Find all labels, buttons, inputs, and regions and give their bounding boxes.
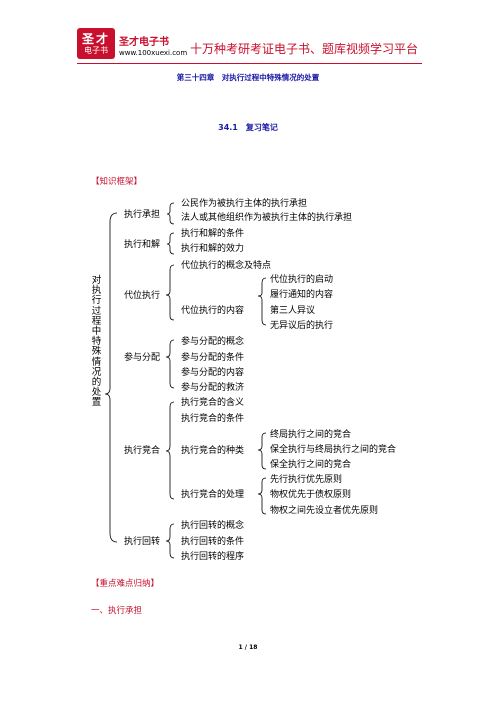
branch-item: 公民作为被执行主体的执行承担: [181, 199, 308, 209]
branch-label: 执行承担: [124, 210, 161, 220]
brace-jinghe-chuli: [257, 477, 267, 515]
framework-label: 【知识框架】: [91, 177, 143, 187]
brand-url[interactable]: www.100xuexi.com: [119, 49, 188, 57]
brace-jinghe-zhonglei: [257, 432, 267, 470]
branch-item: 执行回转的概念: [181, 521, 245, 531]
branch-label: 执行回转: [124, 537, 161, 547]
branch-item: 执行和解的效力: [181, 244, 245, 254]
branch-item: 参与分配的概念: [181, 337, 245, 347]
chapter-title: 第三十四章 对执行过程中特殊情况的处置: [176, 73, 320, 82]
sub-item: 履行通知的内容: [270, 290, 334, 300]
brace-canyu: [165, 339, 175, 389]
branch-item: 执行竞合的处理: [181, 490, 245, 500]
mindmap-root: 对执行过程中特殊情况的处置: [91, 275, 102, 409]
section-heading: 一、执行承担: [91, 606, 143, 616]
brace-zhixing-hejie: [166, 232, 175, 255]
sub-item: 无异议后的执行: [270, 321, 334, 331]
branch-item: 参与分配的条件: [181, 353, 245, 363]
sub-item: 代位执行的启动: [270, 275, 334, 285]
brace-daiwei-neirong: [257, 277, 267, 326]
sub-item: 物权优先于债权原则: [270, 490, 352, 500]
brand-name: 圣才电子书: [119, 37, 169, 48]
page-number: 1 / 18: [238, 644, 258, 651]
header-divider: [77, 63, 422, 64]
branch-label: 执行和解: [124, 240, 161, 250]
branch-label: 执行竞合: [124, 446, 161, 456]
branch-label: 代位执行: [124, 291, 161, 301]
sub-item: 先行执行优先原则: [270, 475, 343, 485]
section-title: 34.1 复习笔记: [218, 123, 278, 132]
sub-item: 保全执行与终局执行之间的竞合: [270, 445, 397, 455]
branch-label: 参与分配: [124, 353, 161, 363]
sub-item: 终局执行之间的竞合: [270, 430, 352, 440]
brand-logo: 圣才 电子书: [77, 28, 115, 59]
header-slogan: 十万种考研考证电子书、题库视频学习平台: [190, 42, 419, 56]
brace-jinghe: [165, 401, 175, 500]
brace-zhixing-chengdan: [166, 202, 175, 225]
branch-item: 代位执行的内容: [181, 306, 245, 316]
brace-huizhuan: [165, 523, 175, 559]
branch-item: 执行和解的条件: [181, 229, 245, 239]
branch-item: 执行竞合的含义: [181, 398, 245, 408]
sub-item: 保全执行之间的竞合: [270, 460, 352, 470]
sub-item: 第三人异议: [270, 306, 316, 316]
branch-item: 参与分配的救济: [181, 383, 245, 393]
branch-item: 执行回转的条件: [181, 537, 245, 547]
branch-item: 执行回转的程序: [181, 552, 245, 562]
branch-item: 参与分配的内容: [181, 368, 245, 378]
logo-text-top: 圣才: [81, 32, 110, 46]
branch-item: 执行竞合的条件: [181, 414, 245, 424]
key-points-label: 【重点难点归纳】: [91, 579, 160, 589]
logo-text-bottom: 电子书: [84, 46, 108, 55]
root-brace: [104, 212, 118, 543]
sub-item: 物权之间先设立者优先原则: [270, 506, 379, 516]
branch-item: 法人或其他组织作为被执行主体的执行承担: [181, 213, 353, 223]
branch-item: 代位执行的概念及特点: [181, 261, 272, 271]
brace-daiwei: [165, 264, 175, 321]
branch-item: 执行竞合的种类: [181, 446, 245, 456]
